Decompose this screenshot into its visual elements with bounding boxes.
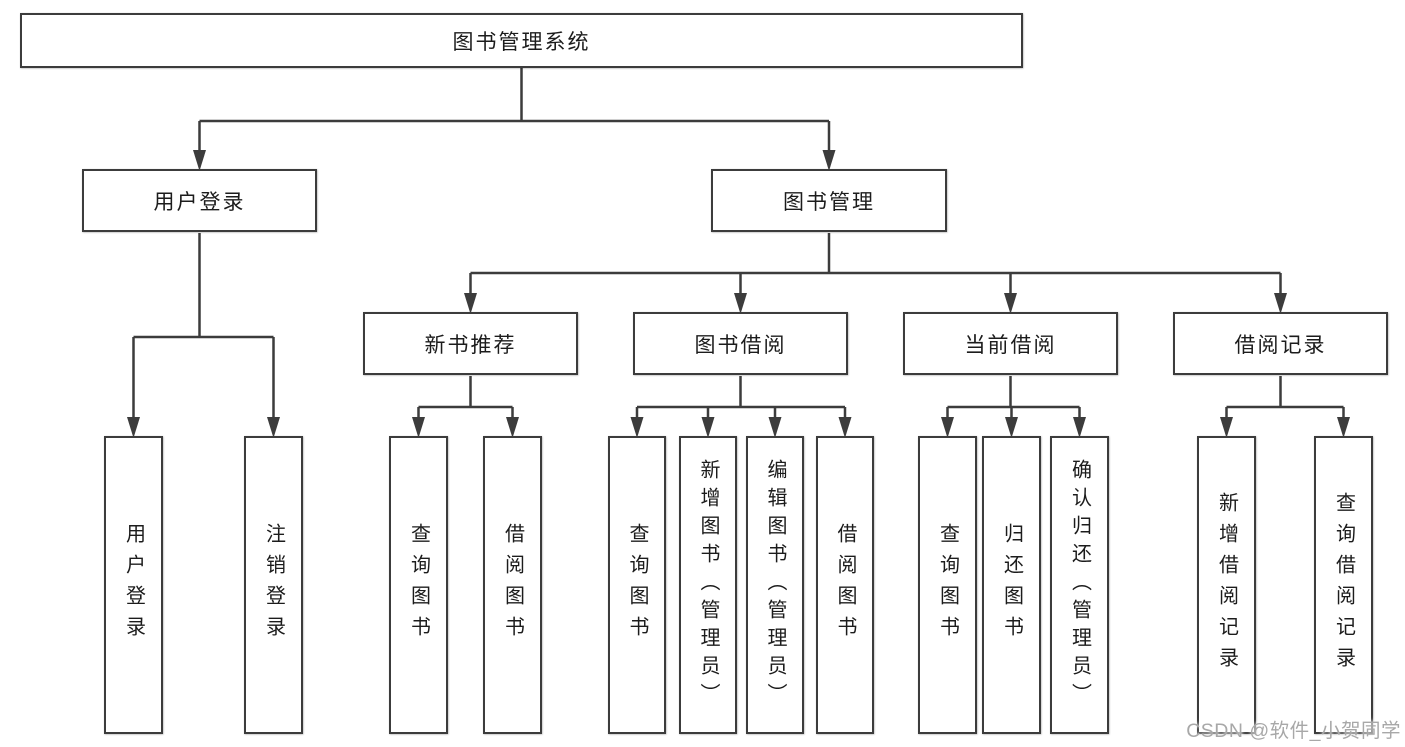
- arrowhead: [1220, 417, 1233, 438]
- arrowhead: [193, 150, 206, 171]
- arrowhead: [1073, 417, 1086, 438]
- arrowhead: [822, 150, 836, 171]
- leaf-label: 确认归还（管理员）: [1068, 459, 1091, 711]
- leaf-label: 用户登录: [122, 523, 145, 647]
- leaf-confirm-return-admin: 确认归还（管理员）: [1050, 436, 1109, 734]
- arrowhead: [267, 417, 280, 438]
- leaf-query-books-borrowing: 查询图书: [608, 436, 666, 734]
- node-book-borrowing: 图书借阅: [633, 312, 848, 375]
- leaf-label: 借阅图书: [834, 523, 856, 647]
- arrowhead: [1005, 417, 1018, 438]
- leaf-label: 新增借阅记录: [1215, 492, 1238, 678]
- arrowhead: [1337, 417, 1350, 438]
- leaf-borrow-books-recommend: 借阅图书: [483, 436, 542, 734]
- leaf-logout: 注销登录: [244, 436, 303, 734]
- leaf-label: 查询图书: [626, 523, 648, 647]
- node-library-management-system: 图书管理系统: [20, 13, 1023, 68]
- node-borrowing-records: 借阅记录: [1173, 312, 1388, 375]
- arrowhead: [838, 417, 852, 438]
- leaf-borrow-books-borrowing: 借阅图书: [816, 436, 874, 734]
- arrowhead: [412, 417, 425, 438]
- leaf-label: 归还图书: [1000, 523, 1023, 647]
- leaf-return-books: 归还图书: [982, 436, 1041, 734]
- leaf-add-book-admin: 新增图书（管理员）: [679, 436, 737, 734]
- node-current-borrowing: 当前借阅: [903, 312, 1118, 375]
- arrowhead: [630, 417, 644, 438]
- leaf-edit-book-admin: 编辑图书（管理员）: [746, 436, 804, 734]
- arrowhead: [768, 417, 782, 438]
- leaf-query-books-current: 查询图书: [918, 436, 977, 734]
- leaf-label: 借阅图书: [501, 523, 524, 647]
- leaf-add-borrow-record: 新增借阅记录: [1197, 436, 1256, 734]
- arrowhead: [506, 417, 519, 438]
- leaf-label: 新增图书（管理员）: [697, 459, 719, 711]
- node-book-management: 图书管理: [711, 169, 947, 232]
- node-new-book-recommendation: 新书推荐: [363, 312, 578, 375]
- leaf-label: 注销登录: [262, 523, 285, 647]
- leaf-query-books-recommend: 查询图书: [389, 436, 448, 734]
- watermark: CSDN @软件_小贺同学: [1186, 720, 1401, 742]
- leaf-label: 编辑图书（管理员）: [764, 459, 786, 711]
- leaf-query-borrow-record: 查询借阅记录: [1314, 436, 1373, 734]
- arrowhead: [127, 417, 140, 438]
- leaf-label: 查询图书: [936, 523, 959, 647]
- arrowhead: [734, 293, 747, 314]
- arrowhead: [464, 293, 477, 314]
- arrowhead: [1004, 293, 1017, 314]
- leaf-label: 查询图书: [407, 523, 430, 647]
- node-user-login: 用户登录: [82, 169, 317, 232]
- arrowhead: [1274, 293, 1287, 314]
- leaf-label: 查询借阅记录: [1332, 492, 1355, 678]
- leaf-user-login: 用户登录: [104, 436, 163, 734]
- arrowhead: [701, 417, 715, 438]
- arrowhead: [941, 417, 954, 438]
